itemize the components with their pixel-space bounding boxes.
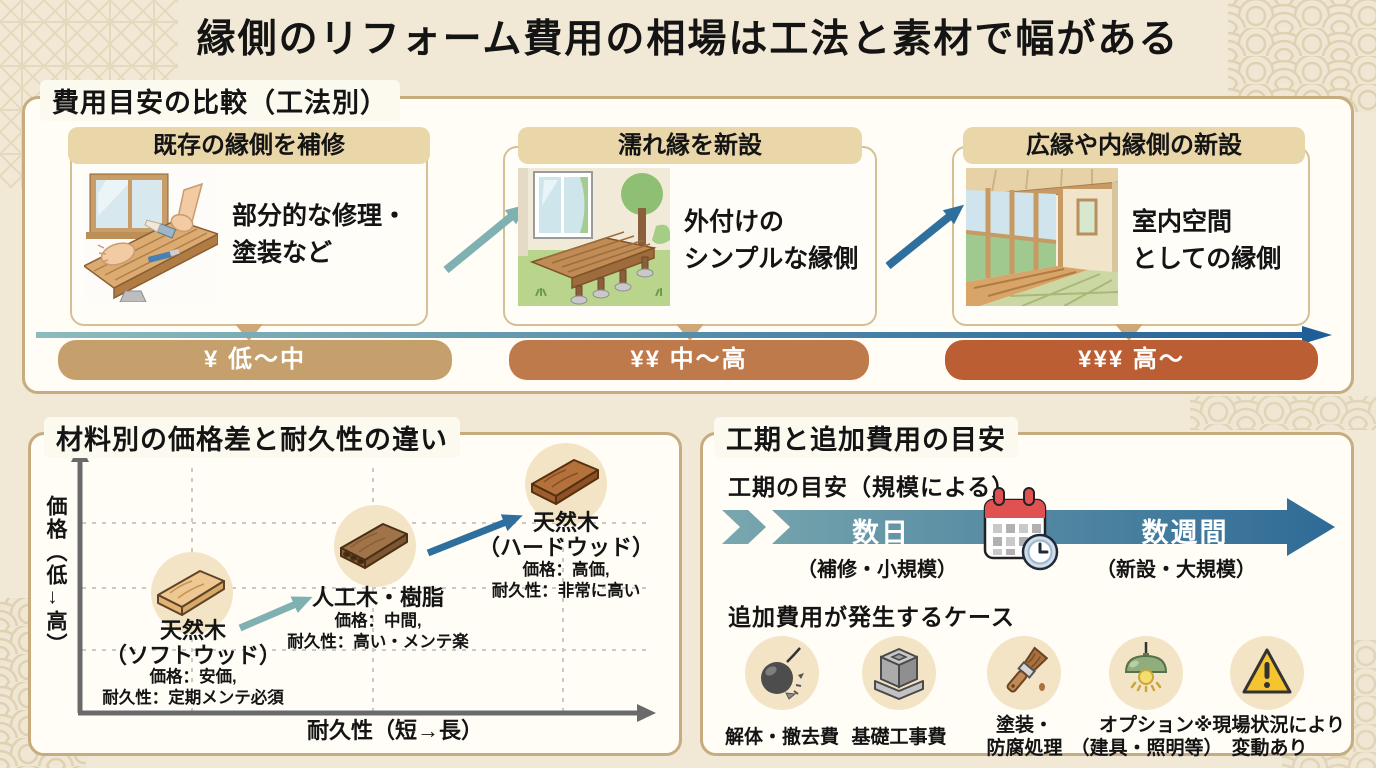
card-header-repair: 既存の縁側を補修 <box>68 127 430 164</box>
pendant-lamp-icon <box>1109 636 1183 710</box>
extra-item-label: 基礎工事費 <box>851 726 947 748</box>
price-pill-high: ¥¥¥ 高〜 <box>945 340 1318 380</box>
page-title: 縁側のリフォーム費用の相場は工法と素材で幅がある <box>196 18 1180 61</box>
cost-timeline-arrow <box>36 326 1332 344</box>
duration-left-term: 数日 <box>852 518 910 548</box>
schedule-subtitle: 工期の目安（規模による） <box>728 474 1016 500</box>
deck-illustration <box>518 168 670 306</box>
card-hiroen-desc: 室内空間 としての縁側 <box>1132 208 1282 273</box>
warning-triangle-icon <box>1230 636 1304 710</box>
chart-x-axis-label: 耐久性（短→長） <box>306 718 483 743</box>
comparison-panel-title: 費用目安の比較（工法別） <box>40 80 400 121</box>
foundation-block-icon <box>862 636 936 710</box>
duration-right-term: 数週間 <box>1141 518 1229 548</box>
paintbrush-icon <box>987 636 1061 710</box>
extra-item-label: 解体・撤去費 <box>724 726 839 748</box>
price-pill-mid: ¥¥ 中〜高 <box>509 340 869 380</box>
arrow-right-icon <box>885 204 965 270</box>
card-nureen-desc: 外付けの シンプルな縁側 <box>684 208 859 273</box>
point-composite-name: 人工木・樹脂 <box>311 585 444 610</box>
seigaiha-pattern-decoration <box>1228 0 1376 112</box>
duration-left-note: （補修・小規模） <box>797 559 957 581</box>
chart-y-axis-label: 価格（低→高） <box>44 495 67 656</box>
extra-item-label: オプション （建具・照明等） <box>1070 715 1223 759</box>
point-composite-details: 価格：中間, 耐久性：高い・メンテ楽 <box>287 612 469 651</box>
duration-right-note: （新設・大規模） <box>1096 559 1256 581</box>
arrow-right-icon <box>443 204 526 274</box>
point-softwood-name: 天然木 （ソフトウッド） <box>104 618 281 668</box>
card-repair-desc: 部分的な修理・ 塗装など <box>232 202 408 267</box>
point-hardwood-name: 天然木 （ハードウッド） <box>477 510 654 560</box>
wrecking-ball-icon <box>745 636 819 710</box>
seigaiha-pattern-decoration <box>1190 396 1376 430</box>
schedule-panel-title: 工期と追加費用の目安 <box>714 417 1018 458</box>
repair-illustration <box>84 170 218 302</box>
card-header-hiroen: 広縁や内縁側の新設 <box>963 127 1305 164</box>
point-hardwood-details: 価格：高価, 耐久性：非常に高い <box>491 561 641 600</box>
extra-costs-title: 追加費用が発生するケース <box>728 604 1015 630</box>
price-pill-low: ¥ 低〜中 <box>58 340 452 380</box>
card-header-nureen: 濡れ縁を新設 <box>518 127 862 164</box>
materials-panel-title: 材料別の価格差と耐久性の違い <box>44 417 460 458</box>
extra-item-label: 塗装・ 防腐処理 <box>986 715 1063 759</box>
indoor-engawa-illustration <box>966 168 1118 306</box>
point-softwood-details: 価格：安価, 耐久性：定期メンテ必須 <box>102 668 284 707</box>
extra-item-label: ※現場状況により 変動あり <box>1193 715 1346 759</box>
calendar-clock-icon <box>983 487 1059 571</box>
